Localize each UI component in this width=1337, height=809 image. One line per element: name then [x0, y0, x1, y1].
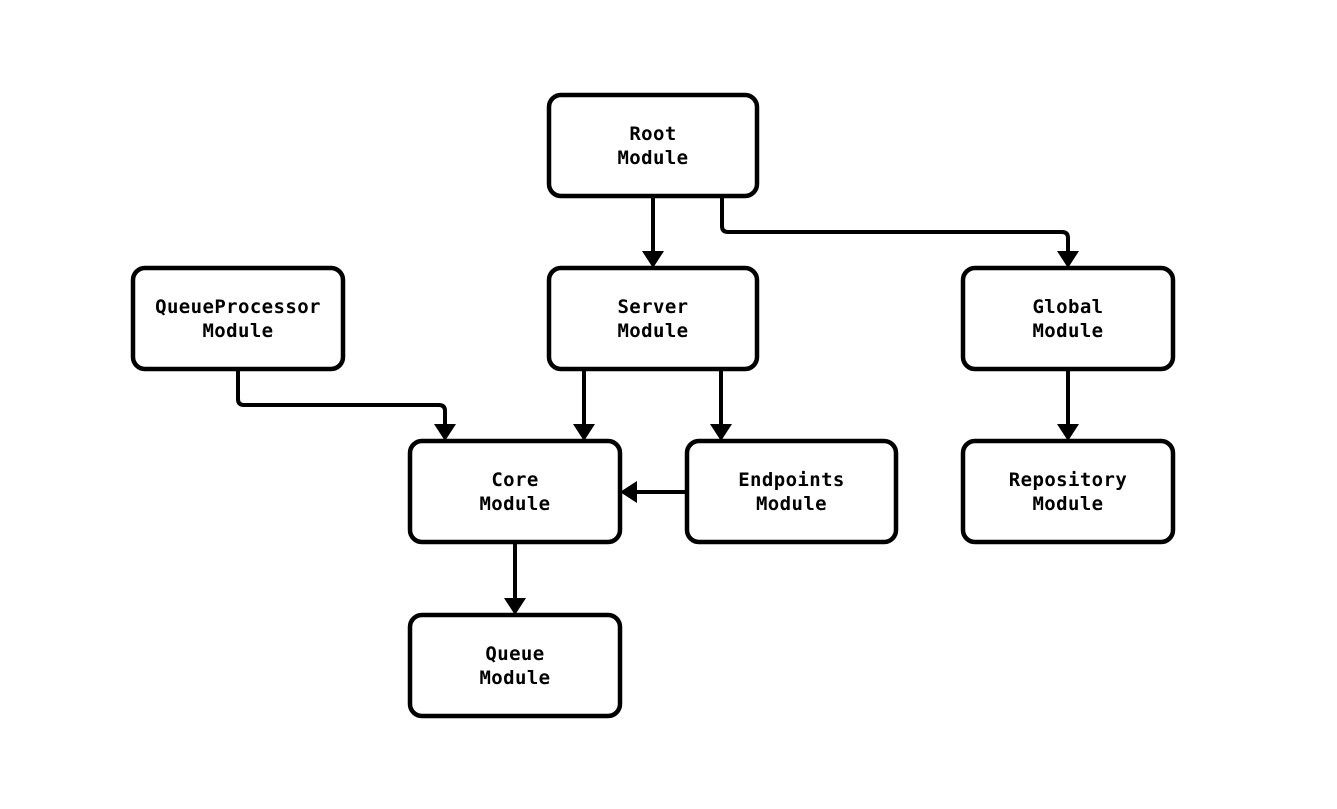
node-label-line2: Module: [1032, 493, 1103, 515]
node-box[interactable]: [960, 265, 1176, 372]
edge-endpoints-to-core: [620, 481, 687, 503]
node-label-line1: Root: [629, 123, 676, 145]
edge-server-to-core: [573, 369, 595, 441]
node-label-line1: Endpoints: [738, 469, 845, 491]
edge-server-to-endpoints: [710, 369, 732, 441]
edge-line: [720, 196, 1070, 253]
edge-root-to-server: [642, 196, 664, 268]
edge-root-to-global: [720, 196, 1079, 268]
node-label-line1: Core: [491, 469, 538, 491]
edge-line: [236, 369, 447, 426]
node-label-line1: Global: [1032, 296, 1103, 318]
arrow-head-icon: [642, 251, 664, 268]
node-box[interactable]: [407, 438, 623, 545]
edge-global-to-repository: [1057, 369, 1079, 441]
edges-layer: [236, 196, 1079, 615]
node-box[interactable]: [130, 265, 346, 372]
node-box[interactable]: [407, 612, 623, 719]
edge-queueprocessor-to-core: [236, 369, 456, 441]
node-label-line2: Module: [479, 667, 550, 689]
nodes-layer: RootModuleQueueProcessorModuleServerModu…: [130, 92, 1176, 719]
arrow-head-icon: [620, 481, 637, 503]
node-label-line2: Module: [1032, 320, 1103, 342]
node-label-line1: Repository: [1009, 469, 1127, 491]
arrow-head-icon: [710, 424, 732, 441]
arrow-head-icon: [1057, 424, 1079, 441]
edge-core-to-queue: [504, 542, 526, 615]
node-label-line2: Module: [756, 493, 827, 515]
arrow-head-icon: [573, 424, 595, 441]
arrow-head-icon: [1057, 251, 1079, 268]
node-label-line1: Server: [617, 296, 688, 318]
node-label-line2: Module: [202, 320, 273, 342]
arrow-head-icon: [504, 598, 526, 615]
node-box[interactable]: [960, 438, 1176, 545]
node-box[interactable]: [546, 265, 760, 372]
node-label-line2: Module: [617, 147, 688, 169]
node-label-line1: QueueProcessor: [155, 296, 321, 318]
node-label-line2: Module: [617, 320, 688, 342]
node-box[interactable]: [546, 92, 760, 199]
node-label-line1: Queue: [485, 643, 544, 665]
arrow-head-icon: [434, 424, 456, 441]
node-box[interactable]: [684, 438, 899, 545]
node-label-line2: Module: [479, 493, 550, 515]
